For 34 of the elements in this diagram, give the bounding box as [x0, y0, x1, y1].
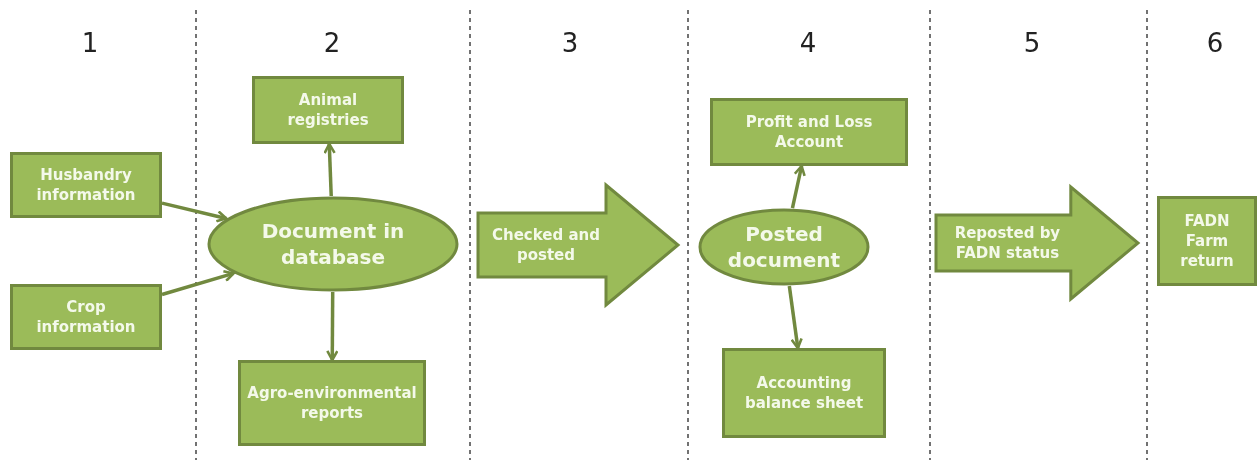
node-label: Crop information [35, 296, 137, 338]
node-label: Agro-environmental reports [247, 382, 417, 424]
arrow [323, 142, 336, 197]
process-box [1157, 196, 1257, 286]
arrow [326, 292, 339, 362]
column-number: 2 [323, 28, 341, 58]
node-label: FADN Farm return [1179, 210, 1235, 272]
data-ellipse [698, 208, 870, 286]
node-label: Husbandry information [35, 164, 137, 206]
arrow [161, 201, 228, 223]
node-label: Profit and Loss Account [744, 111, 874, 153]
process-box [10, 152, 162, 218]
process-box [722, 348, 886, 438]
node-label: Animal registries [286, 89, 370, 131]
node-label: Accounting balance sheet [743, 372, 865, 414]
block-arrow [934, 183, 1141, 303]
process-box [238, 360, 426, 446]
column-number: 4 [799, 28, 817, 58]
block-arrow [476, 181, 681, 309]
node-label: Document in database [260, 218, 406, 270]
edge-label: Reposted by FADN status [953, 223, 1062, 263]
process-box [710, 98, 908, 166]
edge-label: Checked and posted [491, 225, 601, 265]
arrow [787, 285, 803, 350]
column-number: 1 [81, 28, 99, 58]
node-label: Posted document [726, 221, 842, 273]
arrow [790, 164, 806, 209]
arrow [161, 269, 235, 297]
column-number: 6 [1206, 28, 1224, 58]
process-box [10, 284, 162, 350]
process-box [252, 76, 404, 144]
data-ellipse [207, 196, 459, 292]
column-number: 5 [1023, 28, 1041, 58]
column-number: 3 [561, 28, 579, 58]
